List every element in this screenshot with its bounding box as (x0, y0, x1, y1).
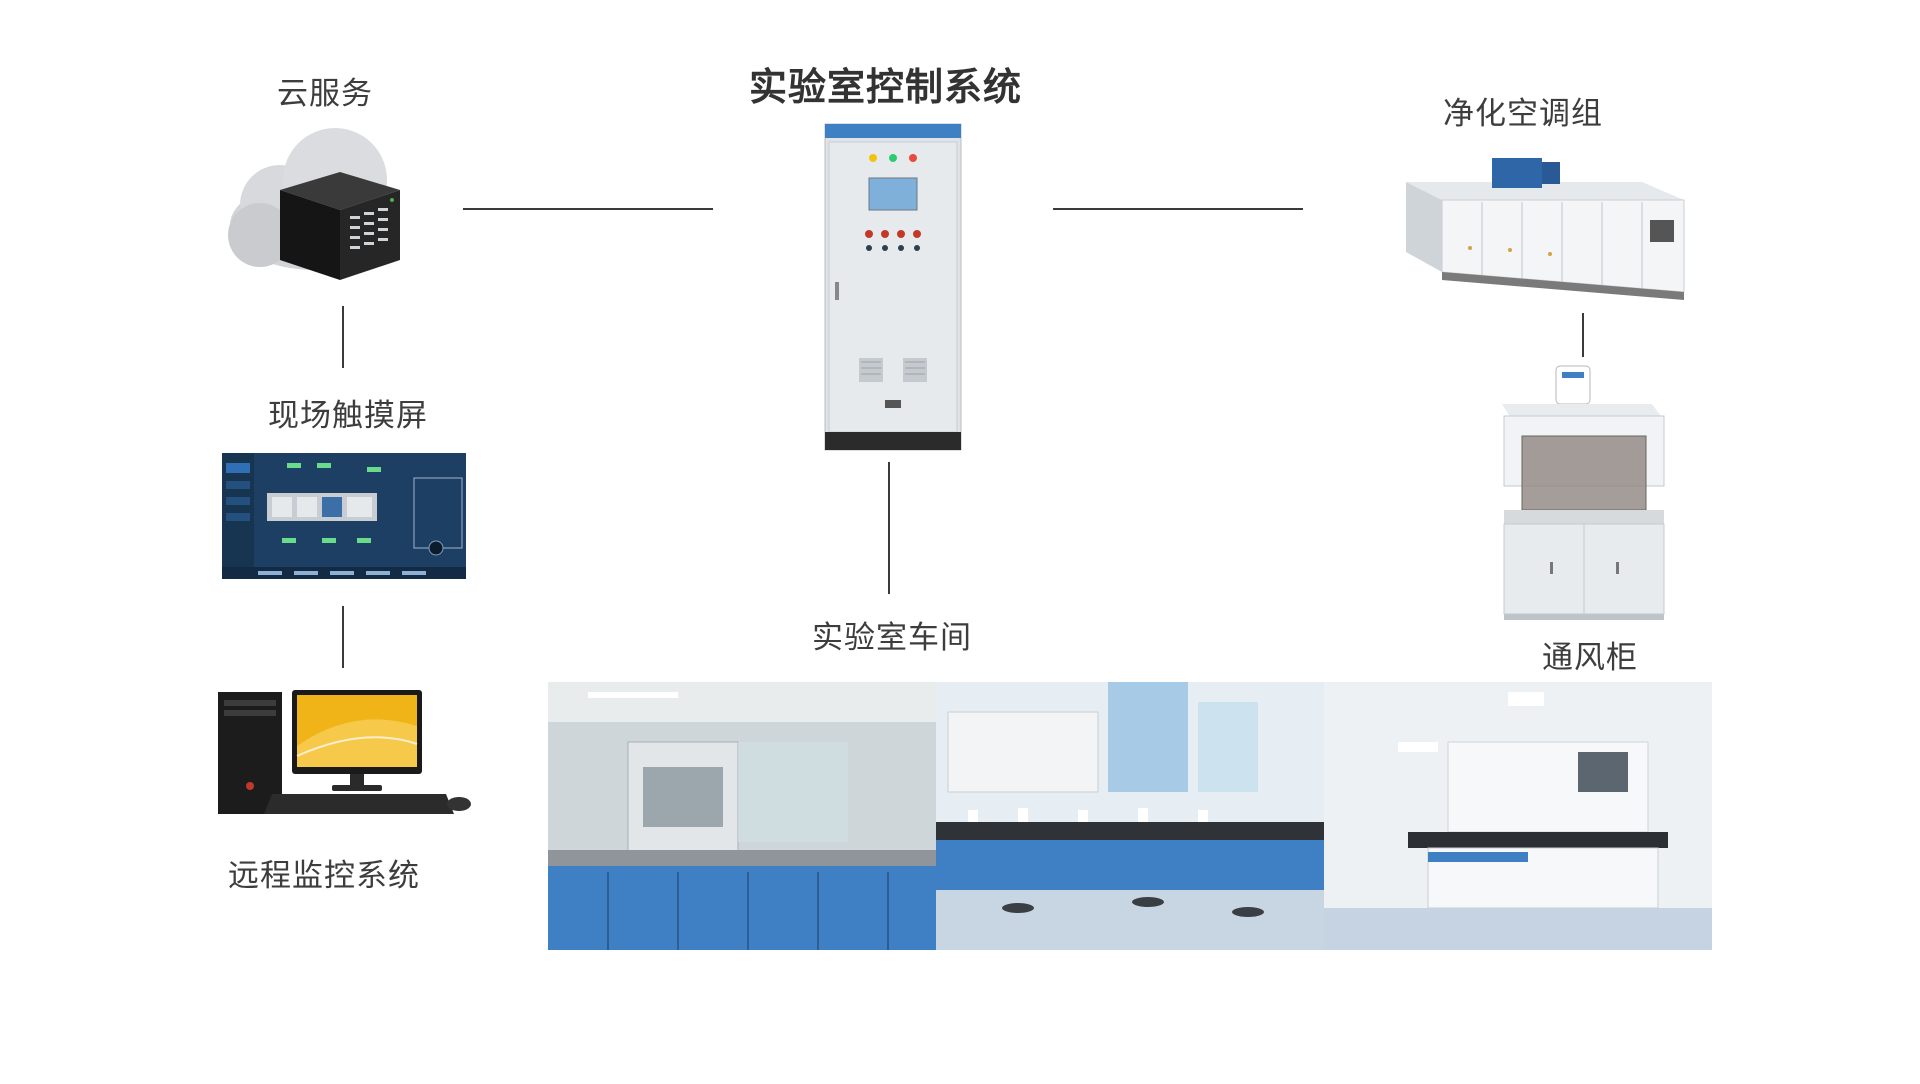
cloud-server-icon (220, 120, 410, 290)
desktop-computer-icon (214, 686, 474, 826)
fume-hood-icon (1492, 364, 1672, 624)
connector-cloud-hmi (342, 306, 344, 368)
touch-screen-label: 现场触摸屏 (268, 398, 428, 434)
connector-ahu-hood (1582, 313, 1584, 357)
control-cabinet-icon (823, 122, 963, 452)
connector-cabinet-workshop (888, 462, 890, 594)
workshop-label: 实验室车间 (812, 620, 972, 656)
connector-cabinet-ahu (1053, 208, 1303, 210)
ahu-label: 净化空调组 (1443, 96, 1603, 132)
fume-hood-label: 通风柜 (1542, 640, 1638, 676)
lab-photo-icon (548, 682, 1712, 950)
connector-hmi-computer (342, 606, 344, 668)
remote-monitor-label: 远程监控系统 (228, 858, 420, 894)
diagram-title: 实验室控制系统 (749, 65, 1023, 109)
cloud-label: 云服务 (277, 76, 373, 112)
hmi-screen-icon (222, 453, 466, 579)
connector-cloud-cabinet (463, 208, 713, 210)
air-handling-unit-icon (1402, 152, 1692, 312)
